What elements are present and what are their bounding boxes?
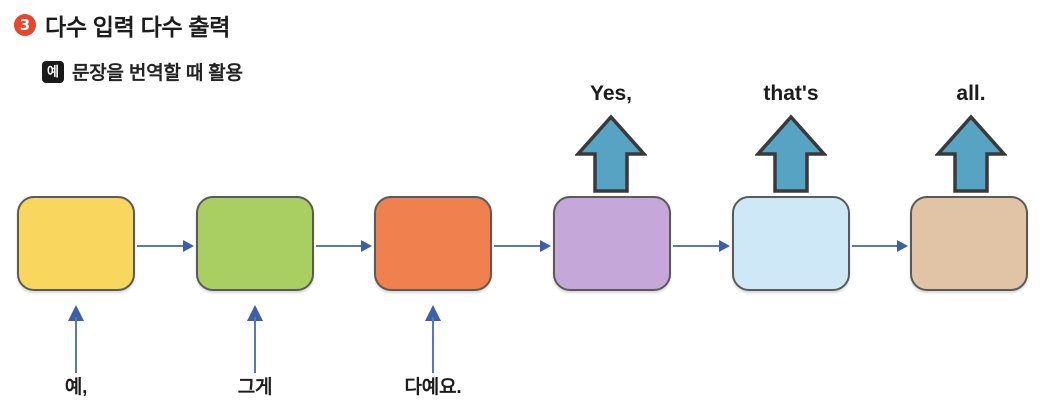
arrow-shaft <box>432 317 434 373</box>
section-heading: 3 다수 입력 다수 출력 <box>14 8 230 42</box>
rnn-cell-5 <box>732 196 850 291</box>
connector-line <box>852 245 897 247</box>
connector-line <box>494 245 540 247</box>
connector-arrow-5 <box>852 240 908 252</box>
up-arrow-icon <box>755 114 827 193</box>
output-label-1: Yes, <box>589 82 633 105</box>
input-arrow-2 <box>247 305 263 373</box>
connector-arrow-4 <box>673 240 730 252</box>
up-arrow-icon <box>575 114 647 193</box>
rnn-cell-6 <box>910 196 1028 291</box>
connector-arrow-1 <box>137 240 194 252</box>
connector-line <box>316 245 361 247</box>
page-title: 다수 입력 다수 출력 <box>45 14 231 40</box>
connector-head <box>719 240 730 252</box>
input-label-1: 예, <box>64 377 88 398</box>
connector-arrow-2 <box>316 240 372 252</box>
output-arrow-3 <box>935 114 1007 194</box>
output-arrow-2 <box>755 114 827 194</box>
up-arrow-head-icon <box>68 305 84 321</box>
up-arrow-head-icon <box>425 305 441 321</box>
connector-head <box>897 240 908 252</box>
section-number-badge: 3 <box>14 14 36 36</box>
input-arrow-3 <box>425 305 441 373</box>
rnn-cell-4 <box>553 196 671 291</box>
rnn-cell-3 <box>374 196 492 291</box>
arrow-shaft <box>75 317 77 373</box>
input-label-2: 그게 <box>237 377 273 398</box>
example-line: 예 문장을 번역할 때 활용 <box>42 58 243 85</box>
connector-line <box>673 245 719 247</box>
output-label-2: that's <box>763 82 819 105</box>
example-description: 문장을 번역할 때 활용 <box>72 63 243 84</box>
output-arrow-1 <box>575 114 647 194</box>
up-arrow-icon <box>935 114 1007 193</box>
connector-head <box>540 240 551 252</box>
up-arrow-head-icon <box>247 305 263 321</box>
example-badge: 예 <box>42 60 64 83</box>
rnn-cell-1 <box>17 196 135 291</box>
connector-line <box>137 245 183 247</box>
arrow-shaft <box>254 317 256 373</box>
connector-head <box>361 240 372 252</box>
connector-arrow-3 <box>494 240 551 252</box>
input-label-3: 다예요. <box>404 377 462 398</box>
connector-head <box>183 240 194 252</box>
output-label-3: all. <box>956 82 986 105</box>
input-arrow-1 <box>68 305 84 373</box>
rnn-cell-2 <box>196 196 314 291</box>
